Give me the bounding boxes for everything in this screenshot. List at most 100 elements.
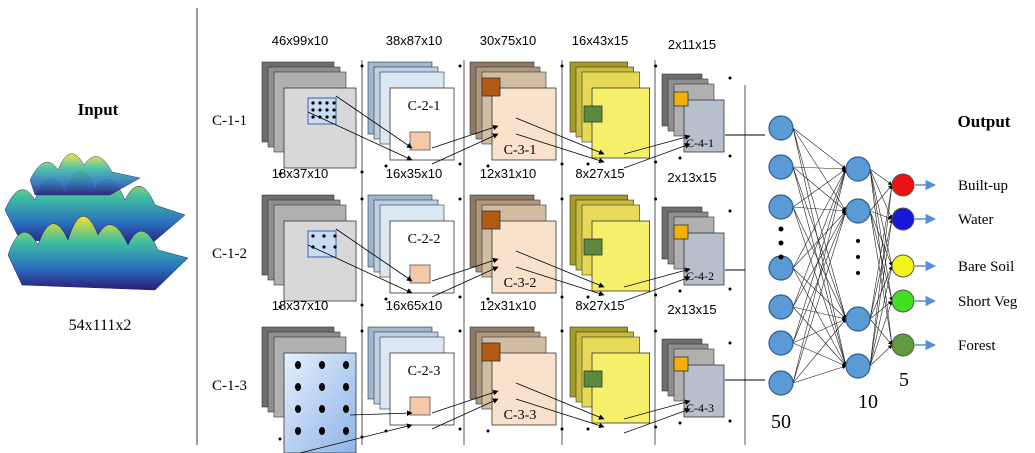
dot [728,419,732,423]
feature-map-stack: C-3-1 [469,61,564,168]
edge [792,206,847,367]
layer-label: C-2-2 [408,232,441,247]
dot [384,164,388,168]
dense-neuron-layer1 [768,255,794,281]
dot [678,421,682,425]
dot [360,303,364,307]
feature-map-dims: 18x37x10 [272,166,328,181]
dense-neuron-layer1 [768,194,794,220]
feature-map-stack: C-2-1 [367,61,462,168]
front-map [491,352,557,426]
dot [654,425,658,429]
connector-arrow [515,133,605,164]
edge [869,300,893,367]
edge [792,306,847,321]
dot [654,197,658,201]
connector-arrow [335,228,413,282]
edge [792,168,847,269]
connector-arrow [515,398,605,429]
front-map [283,352,357,453]
edge [869,184,894,320]
dot [486,429,490,433]
dot [560,295,564,299]
kernel-dot [311,101,315,105]
dot [654,160,658,164]
connector-arrow [515,382,605,420]
kernel-connectors [299,382,691,453]
ellipsis-dot [778,254,784,260]
dot [486,164,490,168]
edge [792,318,847,344]
edge [792,166,848,367]
connector-arrow [431,389,499,414]
output-class-label: Built-up [958,178,1008,194]
connector-arrow [623,408,691,434]
front-map [683,99,725,153]
edge [792,206,847,320]
dot [586,427,590,431]
dot [278,437,282,441]
feature-map-dims: 16x35x10 [386,166,442,181]
kernel-dot [333,245,337,249]
conv-window [481,210,501,230]
dot [560,162,564,166]
kernel-dot [319,383,325,391]
feature-map-stack: C-4-3 [661,338,732,425]
dense-neuron-layer1 [768,294,794,320]
edge [792,127,848,367]
feature-map-dims: 2x11x15 [668,37,716,52]
edge [792,318,847,384]
kernel-dot [332,115,336,119]
output-neuron [891,207,915,231]
kernel-connectors [307,228,691,302]
pool-window [409,131,431,151]
output-class-label: Water [958,212,993,228]
edge [869,210,894,302]
output-neuron [891,254,915,278]
connector-arrow [623,276,691,302]
edge [792,210,847,308]
dot [678,289,682,293]
dot [586,162,590,166]
dot [728,287,732,291]
dot [560,329,564,333]
dot [458,329,462,333]
kernel-dot [332,101,336,105]
edge [869,265,894,367]
feature-map-dims: 46x99x10 [272,33,328,48]
edge [869,184,894,367]
kernel-dot [311,234,315,238]
dot [654,329,658,333]
pool-window [583,105,603,123]
dot [360,170,364,174]
kernel-dot [343,405,349,413]
connector-arrow [623,267,691,288]
dot [360,64,364,68]
kernel-dot [319,361,325,369]
feature-map-dims: 2x13x15 [667,170,716,185]
edge [869,210,894,346]
dot [728,341,732,345]
dot [728,76,732,80]
row-label: C-1-3 [212,378,247,394]
dot [654,293,658,297]
feature-map-stack [569,194,658,299]
feature-map-dims: 12x31x10 [480,298,536,313]
kernel-dot [295,405,301,413]
dot [384,297,388,301]
edge [792,267,847,320]
dense-neuron-layer1 [768,154,794,180]
edge [792,127,847,212]
edge [869,168,893,186]
kernel-dot [318,101,322,105]
dot [678,156,682,160]
row-to-dense-connectors [725,134,765,381]
dot [458,64,462,68]
edge [792,168,847,344]
connector-arrow [431,124,499,149]
edge [869,210,893,267]
feature-map-stack [261,61,364,176]
edge [869,318,893,346]
edge [792,365,847,384]
